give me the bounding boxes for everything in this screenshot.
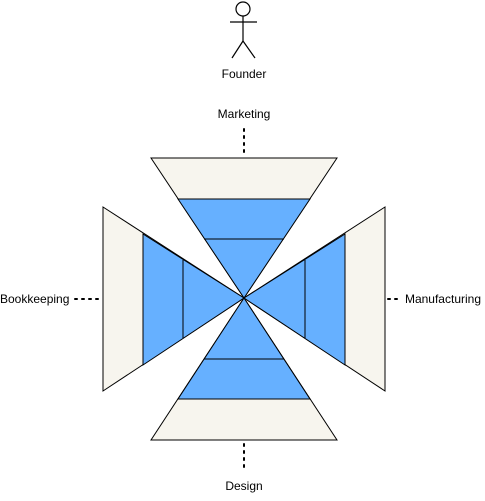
funnel-marketing-inner xyxy=(177,198,311,299)
founder-actor: Founder xyxy=(222,1,267,81)
founder-label: Founder xyxy=(222,67,267,81)
label-design: Design xyxy=(225,479,262,493)
label-marketing: Marketing xyxy=(218,107,271,121)
funnel-bookkeeping xyxy=(102,206,245,392)
funnel-manufacturing xyxy=(243,206,386,392)
funnel-design-inner xyxy=(177,297,311,400)
stick-figure-icon xyxy=(230,1,257,59)
funnel-manufacturing-inner xyxy=(243,233,346,366)
label-manufacturing: Manufacturing xyxy=(405,292,481,306)
label-bookkeeping: Bookkeeping xyxy=(0,292,69,306)
funnel-marketing xyxy=(150,157,338,299)
funnel-design xyxy=(150,297,338,441)
funnel-bookkeeping-inner xyxy=(142,233,245,366)
